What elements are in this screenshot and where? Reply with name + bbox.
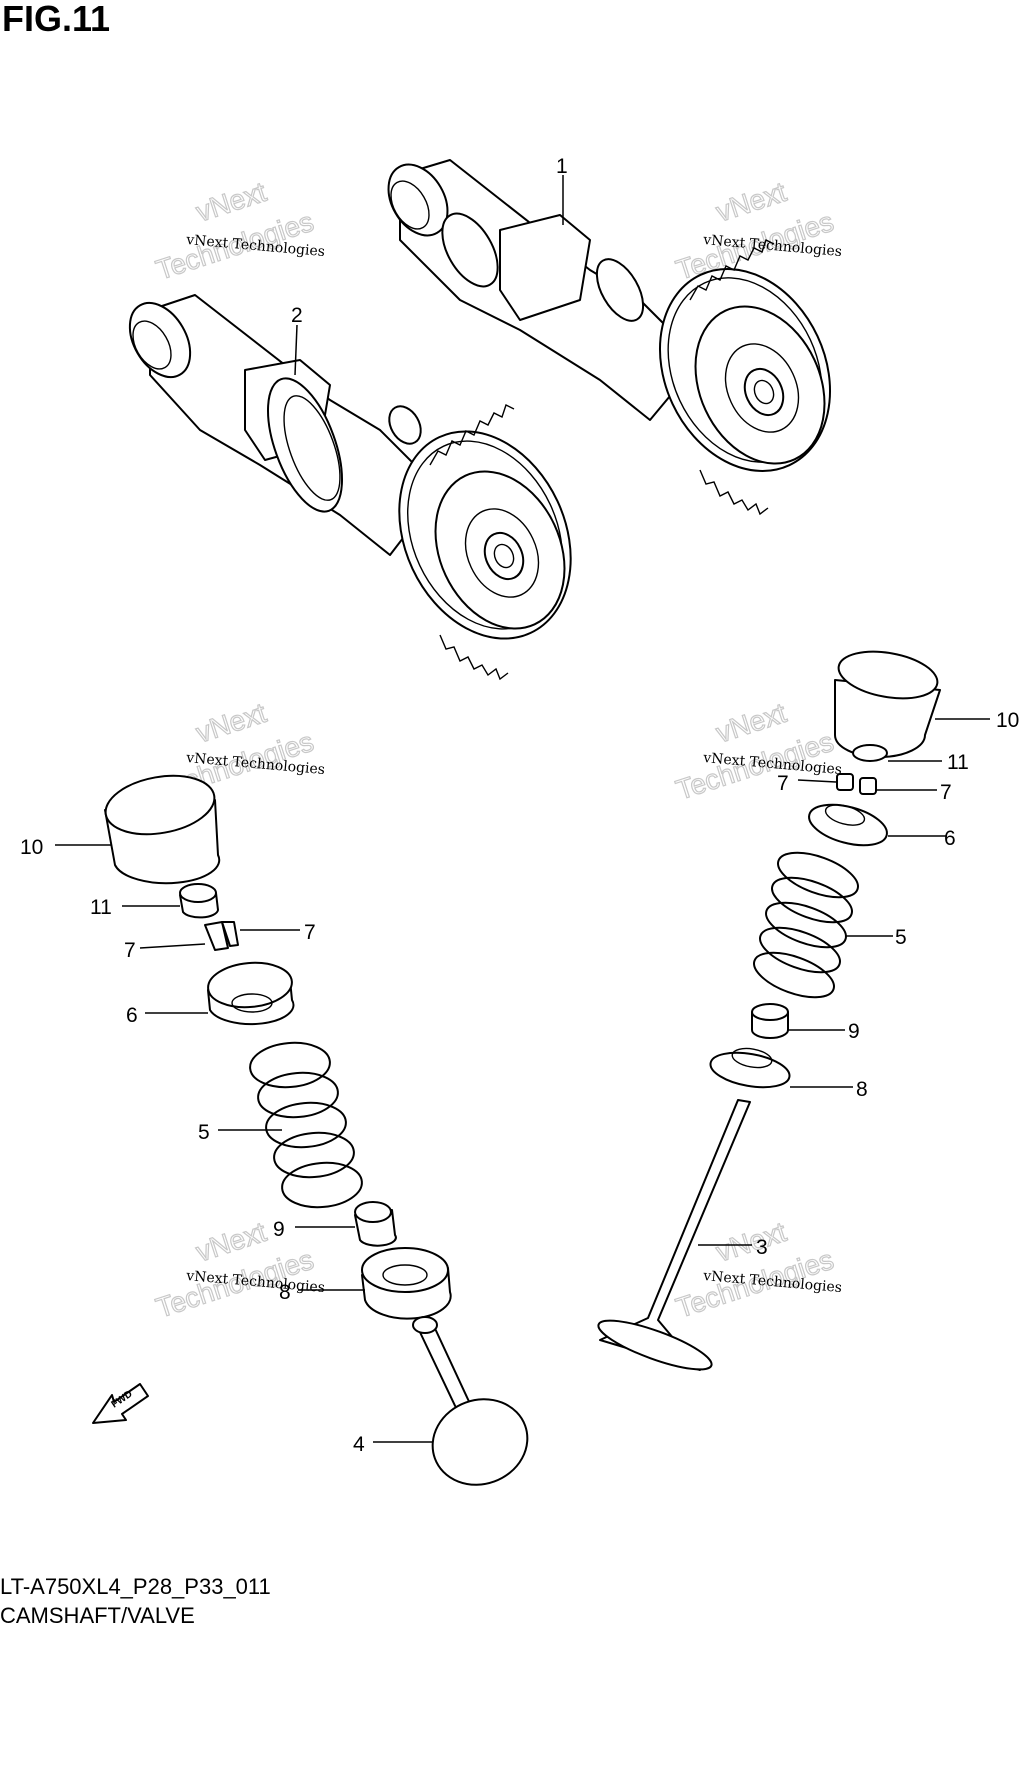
callout-6-right: 6: [944, 827, 956, 850]
valve-left: [412, 1316, 529, 1486]
valve-right: [597, 1099, 751, 1371]
camshaft-part-1: [387, 159, 832, 516]
spring-retainer-left: [207, 961, 295, 1026]
callout-7-right-b: 7: [940, 781, 952, 804]
tappet-left: [104, 774, 221, 885]
spring-retainer-right: [808, 803, 888, 847]
callout-10-right: 10: [996, 709, 1019, 732]
cotters-right: [836, 773, 877, 795]
stem-seal-right: [751, 1003, 789, 1039]
shim-right: [852, 744, 888, 762]
callout-9-left: 9: [273, 1218, 285, 1241]
diagram-section-name: CAMSHAFT/VALVE: [0, 1603, 195, 1628]
svg-text:vNext: vNext: [192, 176, 270, 228]
callout-2: 2: [291, 304, 303, 327]
watermark-bottom-right: vNext Technologies vNext Technologies: [672, 1215, 843, 1324]
shim-left: [179, 883, 219, 919]
diagram-code: LT-A750XL4_P28_P33_011: [0, 1574, 271, 1599]
callout-7-left-a: 7: [304, 921, 316, 944]
watermark-bottom-left: vNext Technologies vNext Technologies: [152, 1215, 326, 1324]
callout-7-left-b: 7: [124, 939, 136, 962]
callout-8-right: 8: [856, 1078, 868, 1101]
figure-title: FIG.11: [2, 0, 111, 39]
valve-spring-left: [249, 1041, 363, 1209]
callout-7-right-a: 7: [777, 772, 789, 795]
callout-8-left: 8: [279, 1281, 291, 1304]
stem-seal-left: [354, 1201, 397, 1247]
callout-9-right: 9: [848, 1020, 860, 1043]
callout-1: 1: [556, 155, 568, 178]
callout-11-right: 11: [947, 751, 969, 774]
spring-seat-left: [361, 1247, 452, 1320]
watermark-mid-right: vNext Technologies vNext Technologies: [672, 696, 843, 806]
callout-5-right: 5: [895, 926, 907, 949]
cotters-left: [204, 921, 239, 951]
leader-lines: [55, 175, 990, 1443]
callout-4: 4: [353, 1433, 365, 1456]
valve-spring-right: [753, 851, 859, 999]
tappet-right: [834, 650, 941, 758]
watermark-top-left: vNext Technologies vNext Technologies: [152, 175, 326, 286]
callout-6-left: 6: [126, 1004, 138, 1027]
svg-text:vNext: vNext: [712, 176, 790, 228]
callout-10-left: 10: [20, 836, 43, 859]
fwd-arrow-icon: FWD: [92, 1383, 149, 1424]
watermark-top-right: vNext Technologies vNext Technologies: [672, 175, 843, 286]
callout-5-left: 5: [198, 1121, 210, 1144]
callout-11-left: 11: [90, 896, 112, 919]
camshaft-part-2: [128, 294, 572, 681]
callout-3: 3: [756, 1236, 768, 1259]
spring-seat-right: [709, 1047, 791, 1089]
